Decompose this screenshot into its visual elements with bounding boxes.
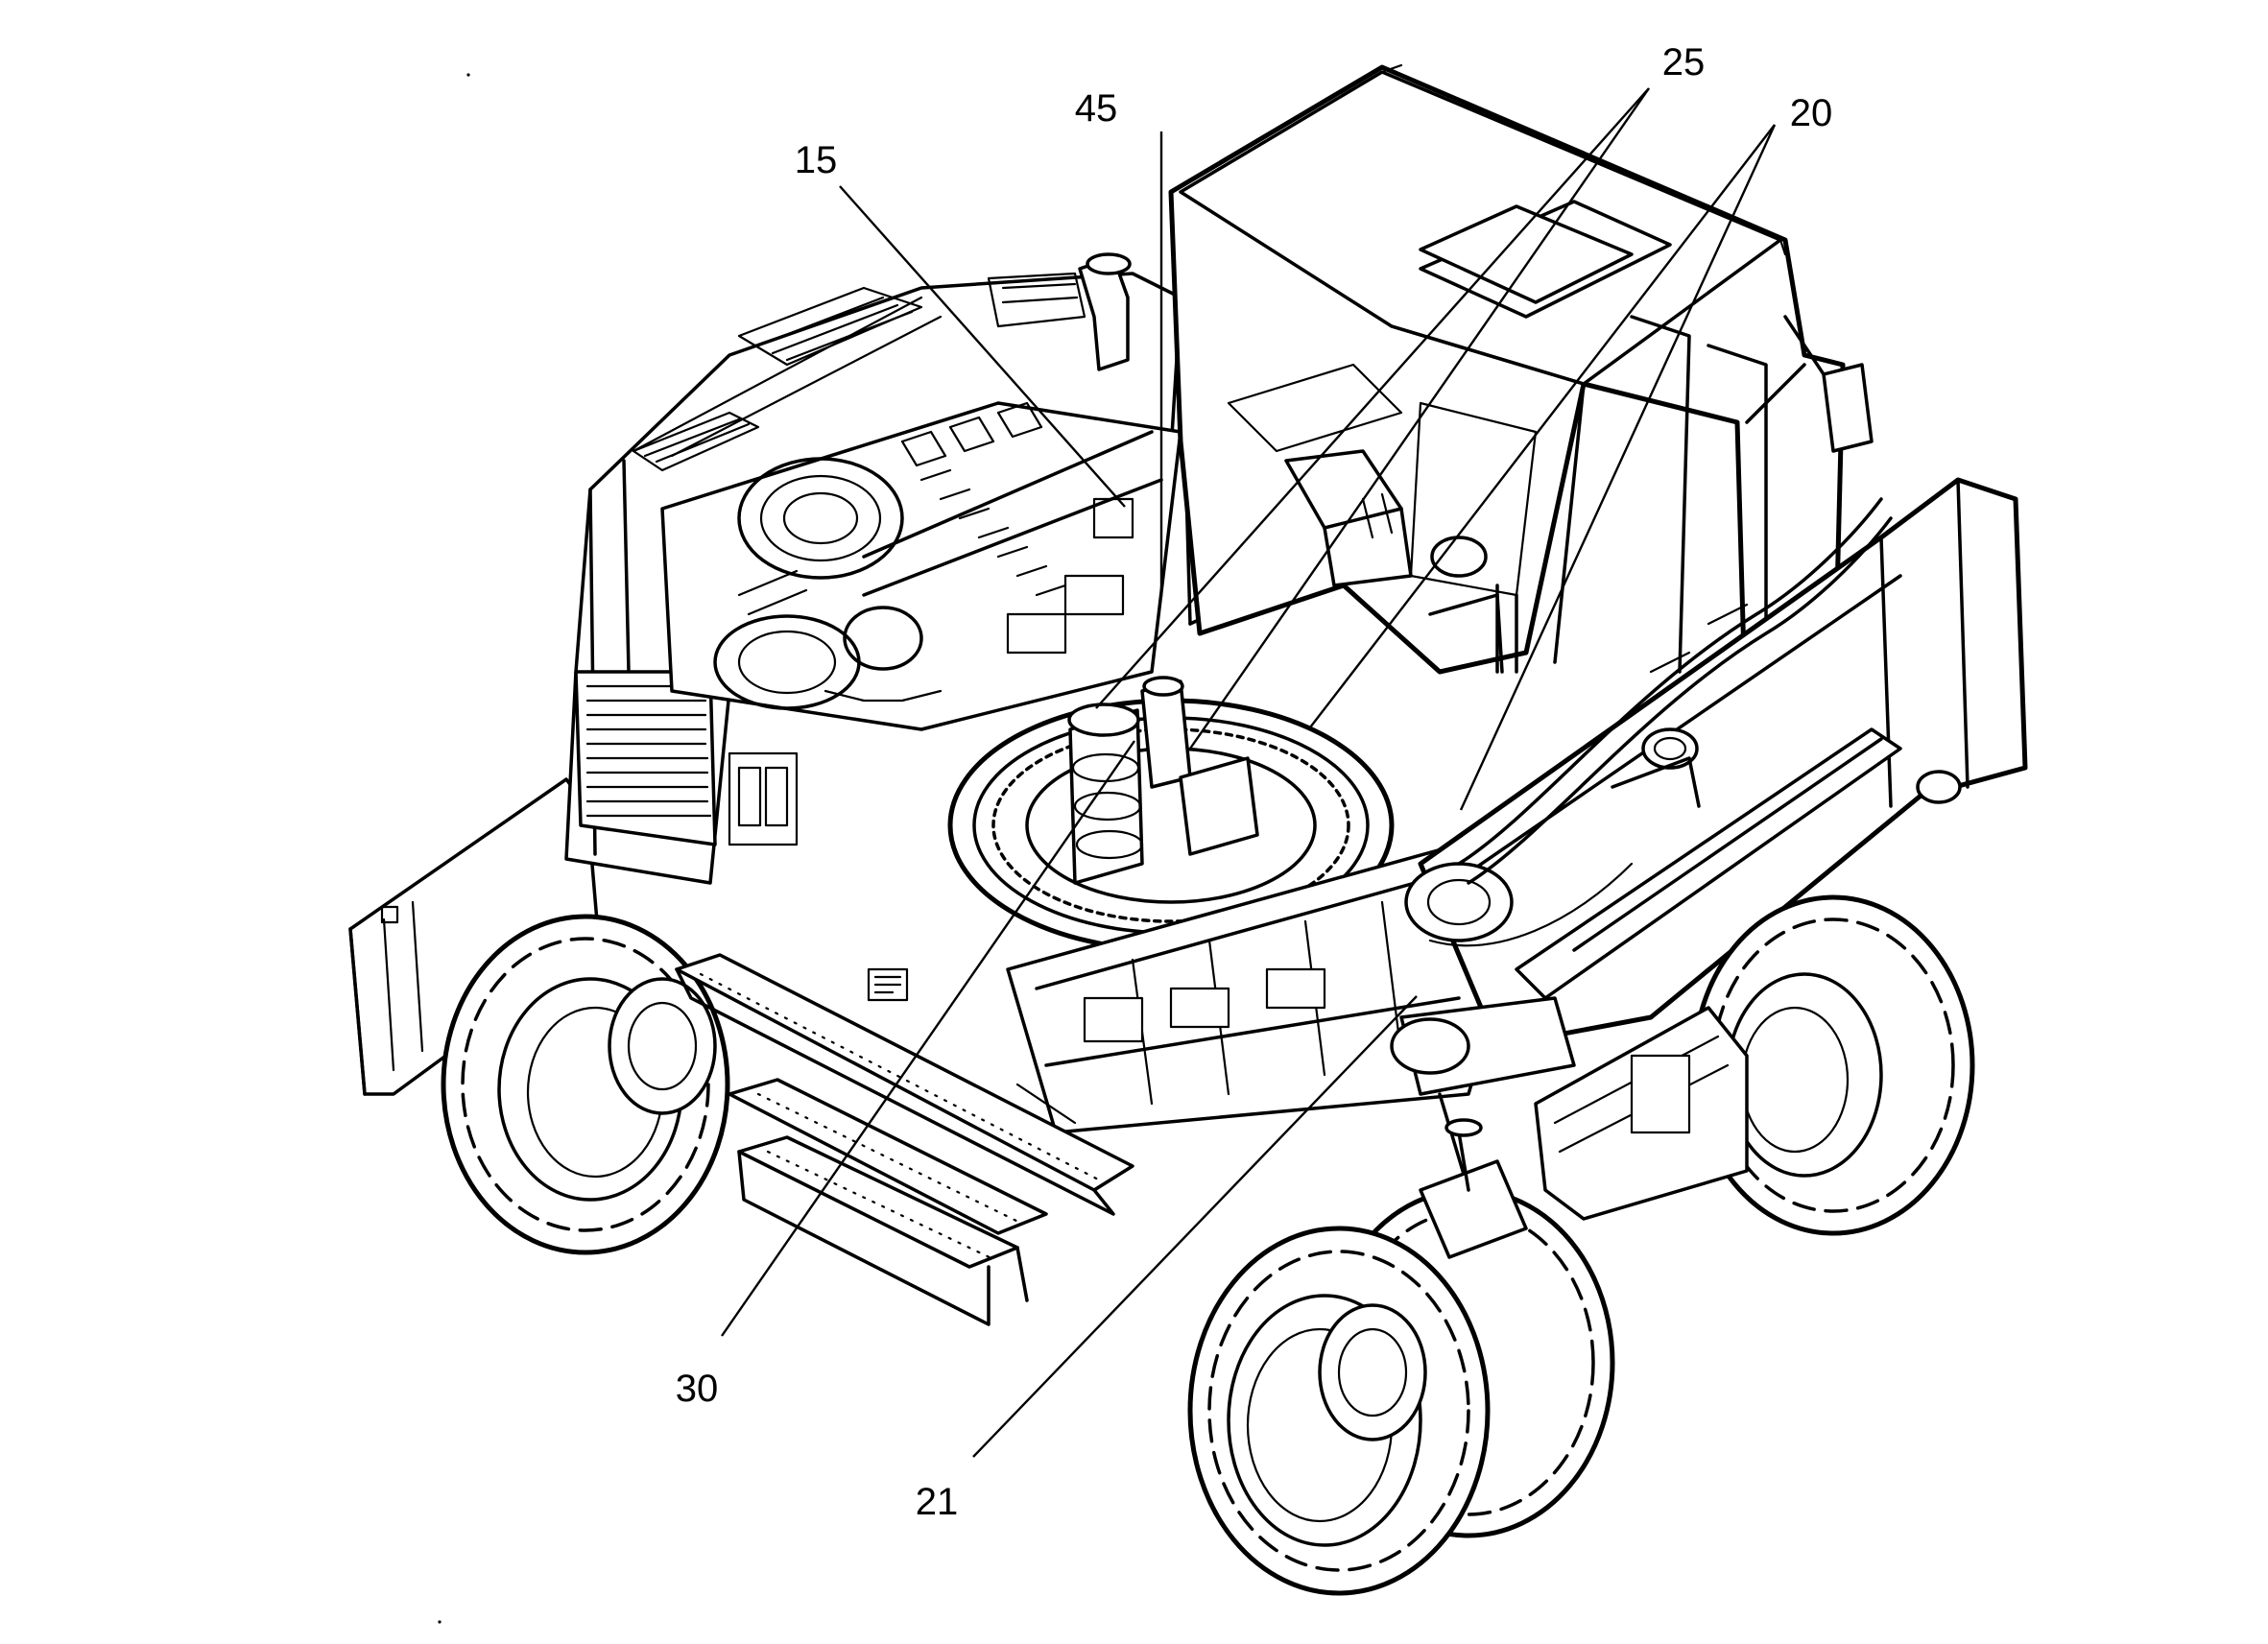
wheel-rear-left (441, 914, 730, 1255)
callout-20: 20 (1790, 92, 1833, 134)
machine-illustration (348, 63, 2028, 1596)
callout-25: 25 (1662, 41, 1706, 83)
callout-30: 30 (676, 1368, 719, 1410)
slewing-ring (947, 676, 1395, 953)
body-badge (867, 967, 909, 1002)
leader-21 (972, 995, 1418, 1458)
leader-20a (1309, 124, 1776, 728)
scan-speck (466, 73, 470, 77)
leader-25b (1189, 87, 1650, 750)
boom-arm (1404, 477, 2028, 1049)
leader-25a (1095, 87, 1650, 709)
leader-15 (839, 185, 1126, 508)
callout-15: 15 (795, 139, 838, 181)
callout-21: 21 (916, 1481, 959, 1523)
side-vent-grille (574, 670, 799, 846)
wheel-front-left (1187, 1118, 1615, 1596)
callout-labels: 15 45 25 20 30 21 (676, 41, 1833, 1523)
front-linkage (1390, 996, 1576, 1197)
leader-lines (721, 87, 1777, 1458)
leader-20b (1459, 124, 1777, 811)
wheel-rear-right (1534, 894, 1975, 1236)
scan-speck (438, 1620, 442, 1624)
callout-45: 45 (1075, 87, 1118, 130)
leader-30 (721, 740, 1135, 1337)
engine-compartment (660, 401, 1182, 731)
